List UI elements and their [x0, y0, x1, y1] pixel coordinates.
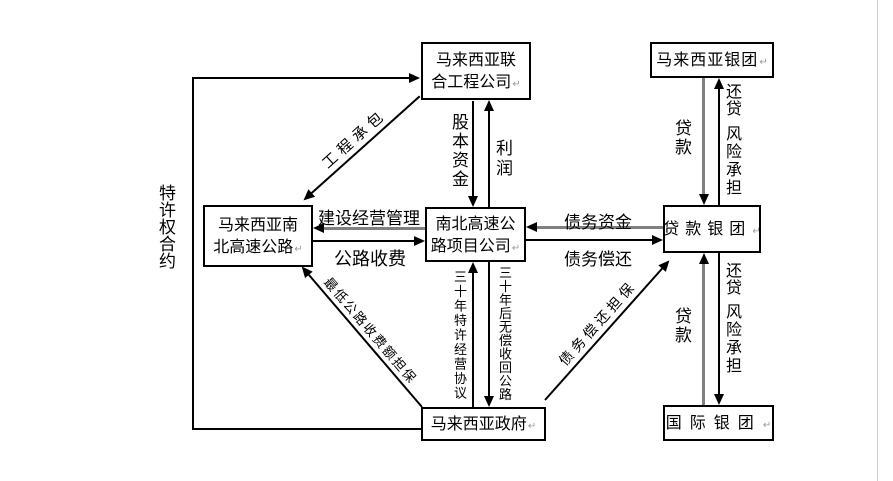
repay-bottom-arrow-line [718, 253, 720, 394]
box-uem-line1: 马来西亚联 [435, 50, 516, 70]
box-loan-syndicate-line1: 贷款银团↵ [663, 219, 761, 239]
min-toll-guarantee-line [302, 267, 423, 408]
box-highway-line2: 北高速公路↵ [213, 237, 303, 256]
paragraph-return-mark: ↵ [512, 79, 521, 90]
label-risk-top: 风险承担 [723, 125, 742, 197]
debt-repayment-guarantee-diagonal: 债务偿还担保 [544, 257, 674, 401]
label-loan-top: 贷款 [671, 119, 691, 157]
label-repay-bottom: 还贷 [723, 262, 742, 296]
loan-top-arrow-down-head [699, 194, 709, 205]
engineering-contract-diagonal: 工程承包 [300, 95, 421, 205]
paragraph-return-mark: ↵ [527, 421, 537, 433]
paragraph-return-mark: ↵ [511, 242, 521, 254]
box-uem-line2: 合工程公司↵ [431, 72, 521, 91]
debt-repayment-guarantee-line [544, 261, 669, 401]
paragraph-return-mark: ↵ [759, 57, 768, 69]
repay-bottom-arrow-down-head [714, 394, 724, 405]
label-concession-30yr: 三十年特许经营协议 [451, 270, 466, 401]
paragraph-return-mark: ↵ [294, 244, 303, 255]
construction-mgmt-arrow-left-head [313, 223, 324, 233]
paragraph-return-mark: ↵ [752, 226, 761, 238]
concession-contract-path-bottom [192, 428, 422, 430]
label-road-toll: 公路收费 [334, 249, 406, 270]
window-edge-line [877, 0, 878, 481]
toll-arrow-right-head [414, 236, 425, 246]
handback-30yr-arrow-down-head [484, 396, 494, 407]
concession-contract-path-left [192, 77, 194, 430]
label-loan-bottom: 贷款 [671, 307, 691, 345]
loan-top-arrow-line [702, 78, 705, 195]
debt-funds-arrow-line [537, 226, 663, 229]
label-construction-operation-mgmt: 建设经营管理 [318, 209, 420, 229]
box-project-company: 南北高速公 路项目公司↵ [425, 207, 526, 262]
construction-mgmt-arrow-line [324, 227, 425, 230]
box-highway: 马来西亚南 北高速公路↵ [203, 205, 313, 267]
label-repay-top: 还贷 [723, 83, 742, 117]
debt-repayment-arrow-right-head [652, 235, 663, 245]
box-malaysia-bank-syndicate: 马来西亚银团↵ [650, 42, 774, 78]
box-international-syndicate: 国际银团↵ [663, 405, 774, 441]
concession-30yr-arrow-line [472, 272, 474, 407]
repay-top-arrow-up-head [714, 78, 724, 89]
label-risk-bottom: 风险承担 [723, 303, 742, 375]
label-profit: 利润 [492, 139, 512, 179]
equity-arrow-line [472, 101, 474, 199]
concession-contract-arrow-right-head [409, 73, 420, 83]
toll-arrow-line [313, 240, 415, 242]
profit-arrow-line [488, 109, 490, 207]
min-toll-guarantee-diagonal: 最低公路收费额担保 [297, 263, 423, 408]
box-international-syndicate-line1: 国际银团↵ [665, 413, 772, 433]
concession-30yr-arrow-up-head [468, 262, 478, 273]
concession-contract-path-top [192, 77, 410, 79]
label-handback-30yr: 三十年后无偿收回公路 [496, 266, 511, 401]
loan-bottom-arrow-up-head [699, 253, 709, 264]
label-min-toll-guarantee: 最低公路收费额担保 [320, 275, 420, 388]
debt-repayment-arrow-line [526, 239, 653, 241]
box-project-company-line1: 南北高速公 [435, 213, 516, 233]
debt-funds-arrow-left-head [526, 222, 537, 232]
label-engineering-contract: 工程承包 [318, 105, 391, 173]
box-uem: 马来西亚联 合工程公司↵ [421, 42, 531, 100]
box-government: 马来西亚政府↵ [421, 407, 546, 441]
engineering-contract-line [304, 95, 421, 200]
box-highway-line1: 马来西亚南 [217, 215, 298, 235]
repay-top-arrow-line [718, 89, 720, 205]
label-debt-repayment: 债务偿还 [564, 250, 632, 270]
equity-arrow-down-head [468, 196, 478, 207]
box-loan-syndicate: 贷款银团↵ [663, 205, 761, 253]
loan-bottom-arrow-line [702, 264, 705, 405]
label-equity-funds: 股本资金 [448, 113, 468, 189]
box-government-line1: 马来西亚政府↵ [430, 414, 537, 434]
label-concession-contract: 特许权合约 [155, 184, 175, 269]
box-project-company-line2: 路项目公司↵ [430, 235, 521, 255]
label-debt-funds: 债务资金 [564, 213, 632, 233]
profit-arrow-up-head [484, 100, 494, 111]
paragraph-return-mark: ↵ [762, 420, 772, 432]
handback-30yr-arrow-line [488, 262, 490, 396]
box-malaysia-bank-syndicate-line1: 马来西亚银团↵ [656, 50, 768, 70]
